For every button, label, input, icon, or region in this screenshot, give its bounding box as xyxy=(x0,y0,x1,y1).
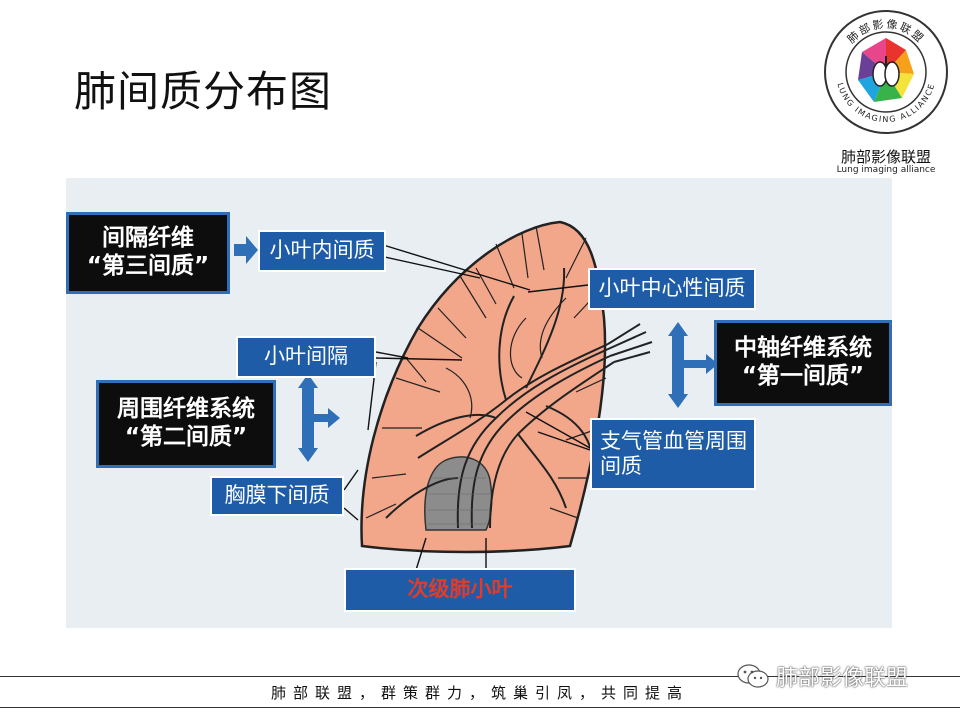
alliance-logo: 肺部影像联盟 LUNG IMAGING ALLIANCE 肺部影像联盟 Lung… xyxy=(822,8,950,176)
septal-arrow-icon xyxy=(234,236,258,264)
footer-divider-bottom xyxy=(0,707,960,708)
lobule-hatch xyxy=(428,477,490,525)
label-centrilobular: 小叶中心性间质 xyxy=(588,268,756,310)
label-peribronchovascular: 支气管血管周围 间质 xyxy=(590,418,756,490)
watermark-text: 肺部影像联盟 xyxy=(776,666,909,691)
peripheral-fiber-box: 周围纤维系统 “第二间质” xyxy=(96,380,276,468)
axial-fibers xyxy=(385,267,615,529)
peripheral-fiber-title: 周围纤维系统 xyxy=(117,396,255,423)
wechat-icon xyxy=(737,664,769,688)
logo-emblem-icon: 肺部影像联盟 LUNG IMAGING ALLIANCE xyxy=(824,10,948,134)
label-interlobular-septum: 小叶间隔 xyxy=(236,336,376,378)
axial-arrow-icon xyxy=(668,322,718,408)
footer-divider-top xyxy=(0,676,960,677)
interstitium-diagram: 间隔纤维 “第三间质” 周围纤维系统 “第二间质” 中轴纤维系统 “第一间质” … xyxy=(66,178,892,628)
septal-fiber-title: 间隔纤维 xyxy=(102,225,194,252)
lung-lobe xyxy=(360,220,607,554)
label-peribronchovascular-line1: 支气管血管周围 xyxy=(600,428,747,453)
label-peribronchovascular-line2: 间质 xyxy=(600,454,642,478)
slide-title: 肺间质分布图 xyxy=(74,67,333,116)
category-arrows xyxy=(234,236,718,462)
watermark: 肺部影像联盟 xyxy=(736,660,908,692)
footer-slogan: 肺部联盟，群策群力，筑巢引凤，共同提高 xyxy=(270,684,689,702)
septal-fiber-subtitle: “第三间质” xyxy=(86,253,210,279)
logo-name-cn: 肺部影像联盟 xyxy=(840,148,931,166)
label-intralobular: 小叶内间质 xyxy=(258,230,386,272)
bronchus xyxy=(605,323,653,363)
logo-name-en: Lung imaging alliance xyxy=(836,165,936,175)
axial-fiber-subtitle: “第一间质” xyxy=(741,363,865,389)
label-subpleural: 胸膜下间质 xyxy=(210,476,344,516)
axial-fiber-title: 中轴纤维系统 xyxy=(734,335,872,362)
septal-fiber-box: 间隔纤维 “第三间质” xyxy=(66,212,230,294)
axial-fiber-box: 中轴纤维系统 “第一间质” xyxy=(714,320,892,406)
peripheral-fiber-subtitle: “第二间质” xyxy=(124,424,248,450)
lung-lobe-illustration xyxy=(234,220,718,571)
peripheral-arrow-icon xyxy=(298,374,340,462)
label-secondary-lobule: 次级肺小叶 xyxy=(344,568,576,612)
